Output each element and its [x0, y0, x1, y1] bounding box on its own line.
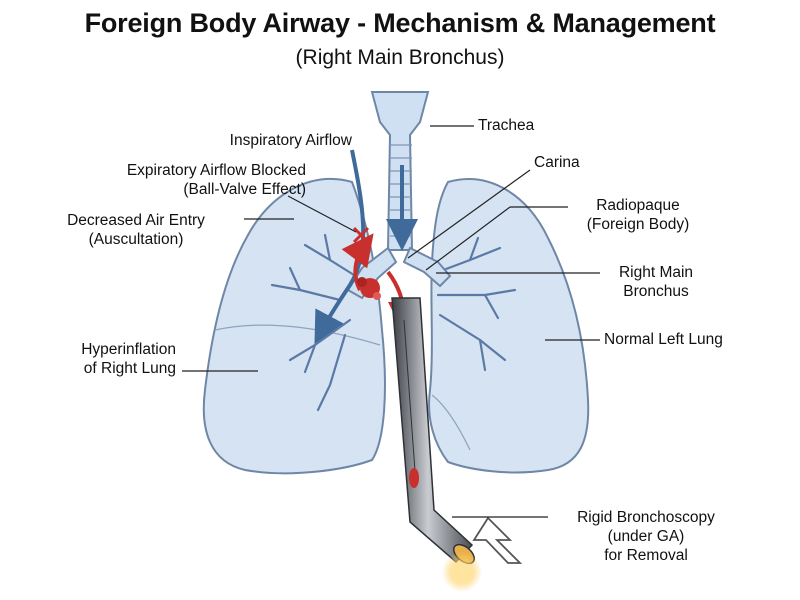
label-right-main-bronchus: Right Main Bronchus	[600, 263, 712, 301]
label-rmb-line1: Right Main	[618, 264, 694, 281]
label-radiopaque-line1: Radiopaque	[596, 197, 680, 214]
foreign-body	[357, 277, 381, 300]
label-decreased-air-entry: Decreased Air Entry (Auscultation)	[30, 211, 242, 249]
label-expiratory-blocked: Expiratory Airflow Blocked (Ball-Valve E…	[127, 161, 306, 199]
leader-lines	[182, 125, 600, 518]
label-rigid-bronchoscopy: Rigid Bronchoscopy (under GA) for Remova…	[548, 508, 744, 565]
right-lung-fissure	[214, 324, 381, 346]
label-bronch-line2: (under GA)	[607, 528, 685, 545]
label-radiopaque: Radiopaque (Foreign Body)	[568, 196, 708, 234]
label-expiratory-line2: (Ball-Valve Effect)	[183, 181, 306, 198]
blocked-cross-icon	[352, 226, 370, 244]
label-expiratory-line1: Expiratory Airflow Blocked	[126, 162, 306, 179]
expiratory-blocked-arrow	[341, 233, 374, 291]
diagram-subtitle: (Right Main Bronchus)	[295, 46, 505, 69]
left-bronchial-tree	[428, 236, 517, 372]
label-decreased-line2: (Auscultation)	[88, 231, 184, 248]
label-hyper-line2: of Right Lung	[83, 360, 176, 377]
label-bronch-line3: for Removal	[604, 547, 688, 564]
label-hyperinflation: Hyperinflation of Right Lung	[81, 340, 176, 378]
left-main-bronchus	[402, 246, 452, 288]
label-inspiratory-airflow: Inspiratory Airflow	[229, 132, 352, 149]
insertion-arrow	[472, 516, 523, 564]
label-decreased-line1: Decreased Air Entry	[67, 212, 205, 229]
left-lung	[428, 178, 590, 474]
right-lung	[202, 177, 386, 475]
label-normal-left-lung: Normal Left Lung	[604, 331, 723, 348]
label-hyper-line1: Hyperinflation	[81, 341, 176, 358]
rigid-bronchoscope	[391, 297, 482, 592]
label-rmb-line2: Bronchus	[623, 283, 689, 300]
label-radiopaque-line2: (Foreign Body)	[586, 216, 690, 233]
diagram-title: Foreign Body Airway - Mechanism & Manage…	[84, 8, 716, 38]
label-bronch-line1: Rigid Bronchoscopy	[577, 509, 715, 526]
cardiac-notch	[431, 394, 471, 451]
label-carina: Carina	[534, 154, 580, 171]
label-trachea: Trachea	[478, 117, 535, 134]
